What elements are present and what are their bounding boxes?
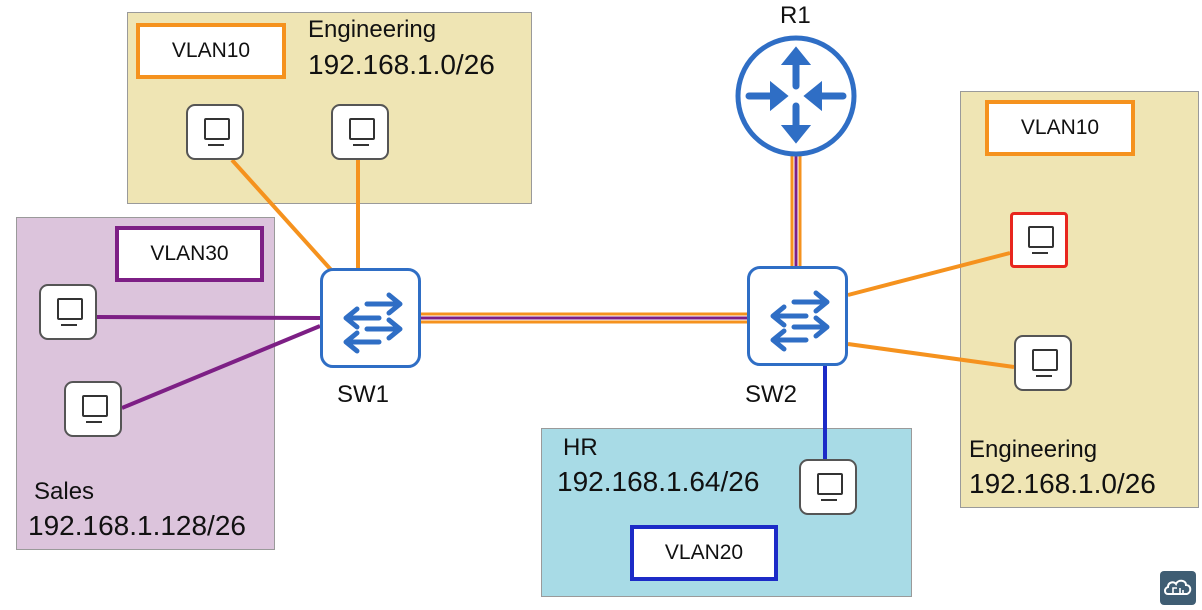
pc-hr-1[interactable] xyxy=(799,459,857,515)
vlan10-badge-right: VLAN10 xyxy=(985,100,1135,156)
monitor-icon xyxy=(82,395,108,417)
sw1-label: SW1 xyxy=(337,381,390,408)
pc-engineering-2[interactable] xyxy=(331,104,389,160)
monitor-icon xyxy=(1032,349,1058,371)
link-sw2-eng-pc1 xyxy=(847,251,1011,297)
sales-subnet: 192.168.1.128/26 xyxy=(28,510,246,541)
switch-sw2[interactable] xyxy=(747,266,848,366)
router-arrows-icon xyxy=(745,46,847,144)
vlan10-badge-top: VLAN10 xyxy=(136,23,286,79)
link-sales-pc2-sw1 xyxy=(121,324,321,410)
monitor-icon xyxy=(349,118,375,140)
r1-label: R1 xyxy=(780,2,811,29)
monitor-icon xyxy=(57,298,83,320)
link-sales-pc1-sw1 xyxy=(96,315,321,320)
hr-subnet: 192.168.1.64/26 xyxy=(557,466,760,497)
engineering-top-subnet: 192.168.1.0/26 xyxy=(308,49,495,80)
pc-engineering-right-1-selected[interactable] xyxy=(1010,212,1068,268)
trunk-sw1-sw2 xyxy=(420,312,748,324)
hr-name: HR xyxy=(563,434,598,461)
trunk-sw2-r1 xyxy=(790,155,802,268)
switch-arrows-icon xyxy=(770,290,830,352)
monitor-icon xyxy=(1028,226,1054,248)
brand-logo xyxy=(1160,571,1196,605)
pc-sales-1[interactable] xyxy=(39,284,97,340)
pc-engineering-1[interactable] xyxy=(186,104,244,160)
pc-engineering-right-2[interactable] xyxy=(1014,335,1072,391)
engineering-right-subnet: 192.168.1.0/26 xyxy=(969,468,1156,499)
router-r1[interactable] xyxy=(733,34,859,158)
link-sw2-eng-pc2 xyxy=(847,342,1015,369)
switch-arrows-icon xyxy=(343,292,403,354)
sw2-label: SW2 xyxy=(745,381,798,408)
switch-sw1[interactable] xyxy=(320,268,421,368)
cloud-network-icon xyxy=(1164,579,1192,595)
monitor-icon xyxy=(817,473,843,495)
vlan30-badge: VLAN30 xyxy=(115,226,264,282)
engineering-top-name: Engineering xyxy=(308,16,437,43)
link-eng-pc1-sw1 xyxy=(230,158,335,274)
engineering-right-name: Engineering xyxy=(969,436,1098,463)
pc-sales-2[interactable] xyxy=(64,381,122,437)
engineering-zone-right xyxy=(960,91,1199,508)
monitor-icon xyxy=(204,118,230,140)
sales-name: Sales xyxy=(34,478,95,505)
vlan20-badge: VLAN20 xyxy=(630,525,778,581)
